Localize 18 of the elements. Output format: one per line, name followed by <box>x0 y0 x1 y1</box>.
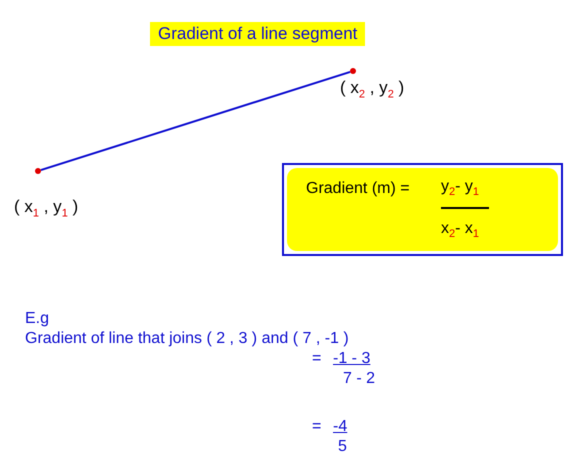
equals-sign: = <box>312 418 322 436</box>
denominator: x$_{2}$- x$_{1}$ <box>441 220 480 240</box>
title: Gradient of a line segment <box>150 22 366 46</box>
line-segment <box>40 70 350 172</box>
point-dot <box>35 168 41 174</box>
numerator: y$_{2}$- y$_{1}$ <box>441 178 480 198</box>
formula-text: Gradient (m) = <box>306 180 410 198</box>
point-dot <box>350 68 356 74</box>
denominator: 5 <box>338 438 347 456</box>
formula-box <box>282 163 563 256</box>
coordinate-label: ( x$_{2}$ , y$_{2}$ ) <box>340 78 404 100</box>
example-heading: E.g <box>25 310 50 328</box>
example-text: Gradient of line that joins ( 2 , 3 ) and ( 7 , -1 ) <box>25 330 349 348</box>
denominator: 7 - 2 <box>343 370 376 388</box>
coordinate-label: ( x$_{1}$ , y$_{1}$ ) <box>14 197 78 220</box>
numerator: -1 - 3 <box>333 350 370 368</box>
equals-sign: = <box>312 350 322 368</box>
numerator: -4 <box>333 418 348 436</box>
